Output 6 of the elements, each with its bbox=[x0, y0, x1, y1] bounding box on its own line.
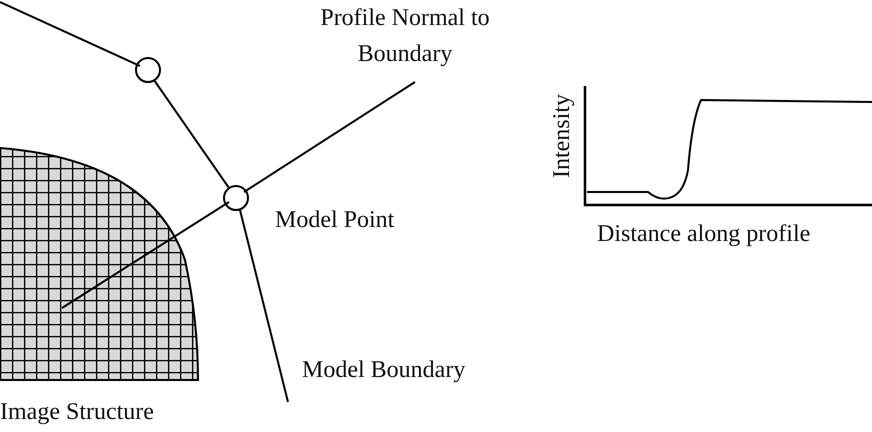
axis-title: Distance along profile bbox=[597, 220, 810, 249]
callout-label: Model Boundary bbox=[302, 356, 466, 385]
callout-label: Profile Normal to Boundary bbox=[319, 4, 491, 69]
axis-title: Intensity bbox=[548, 93, 576, 180]
callout-label: Image Structure bbox=[0, 398, 154, 427]
callout-label: Model Point bbox=[275, 206, 394, 235]
